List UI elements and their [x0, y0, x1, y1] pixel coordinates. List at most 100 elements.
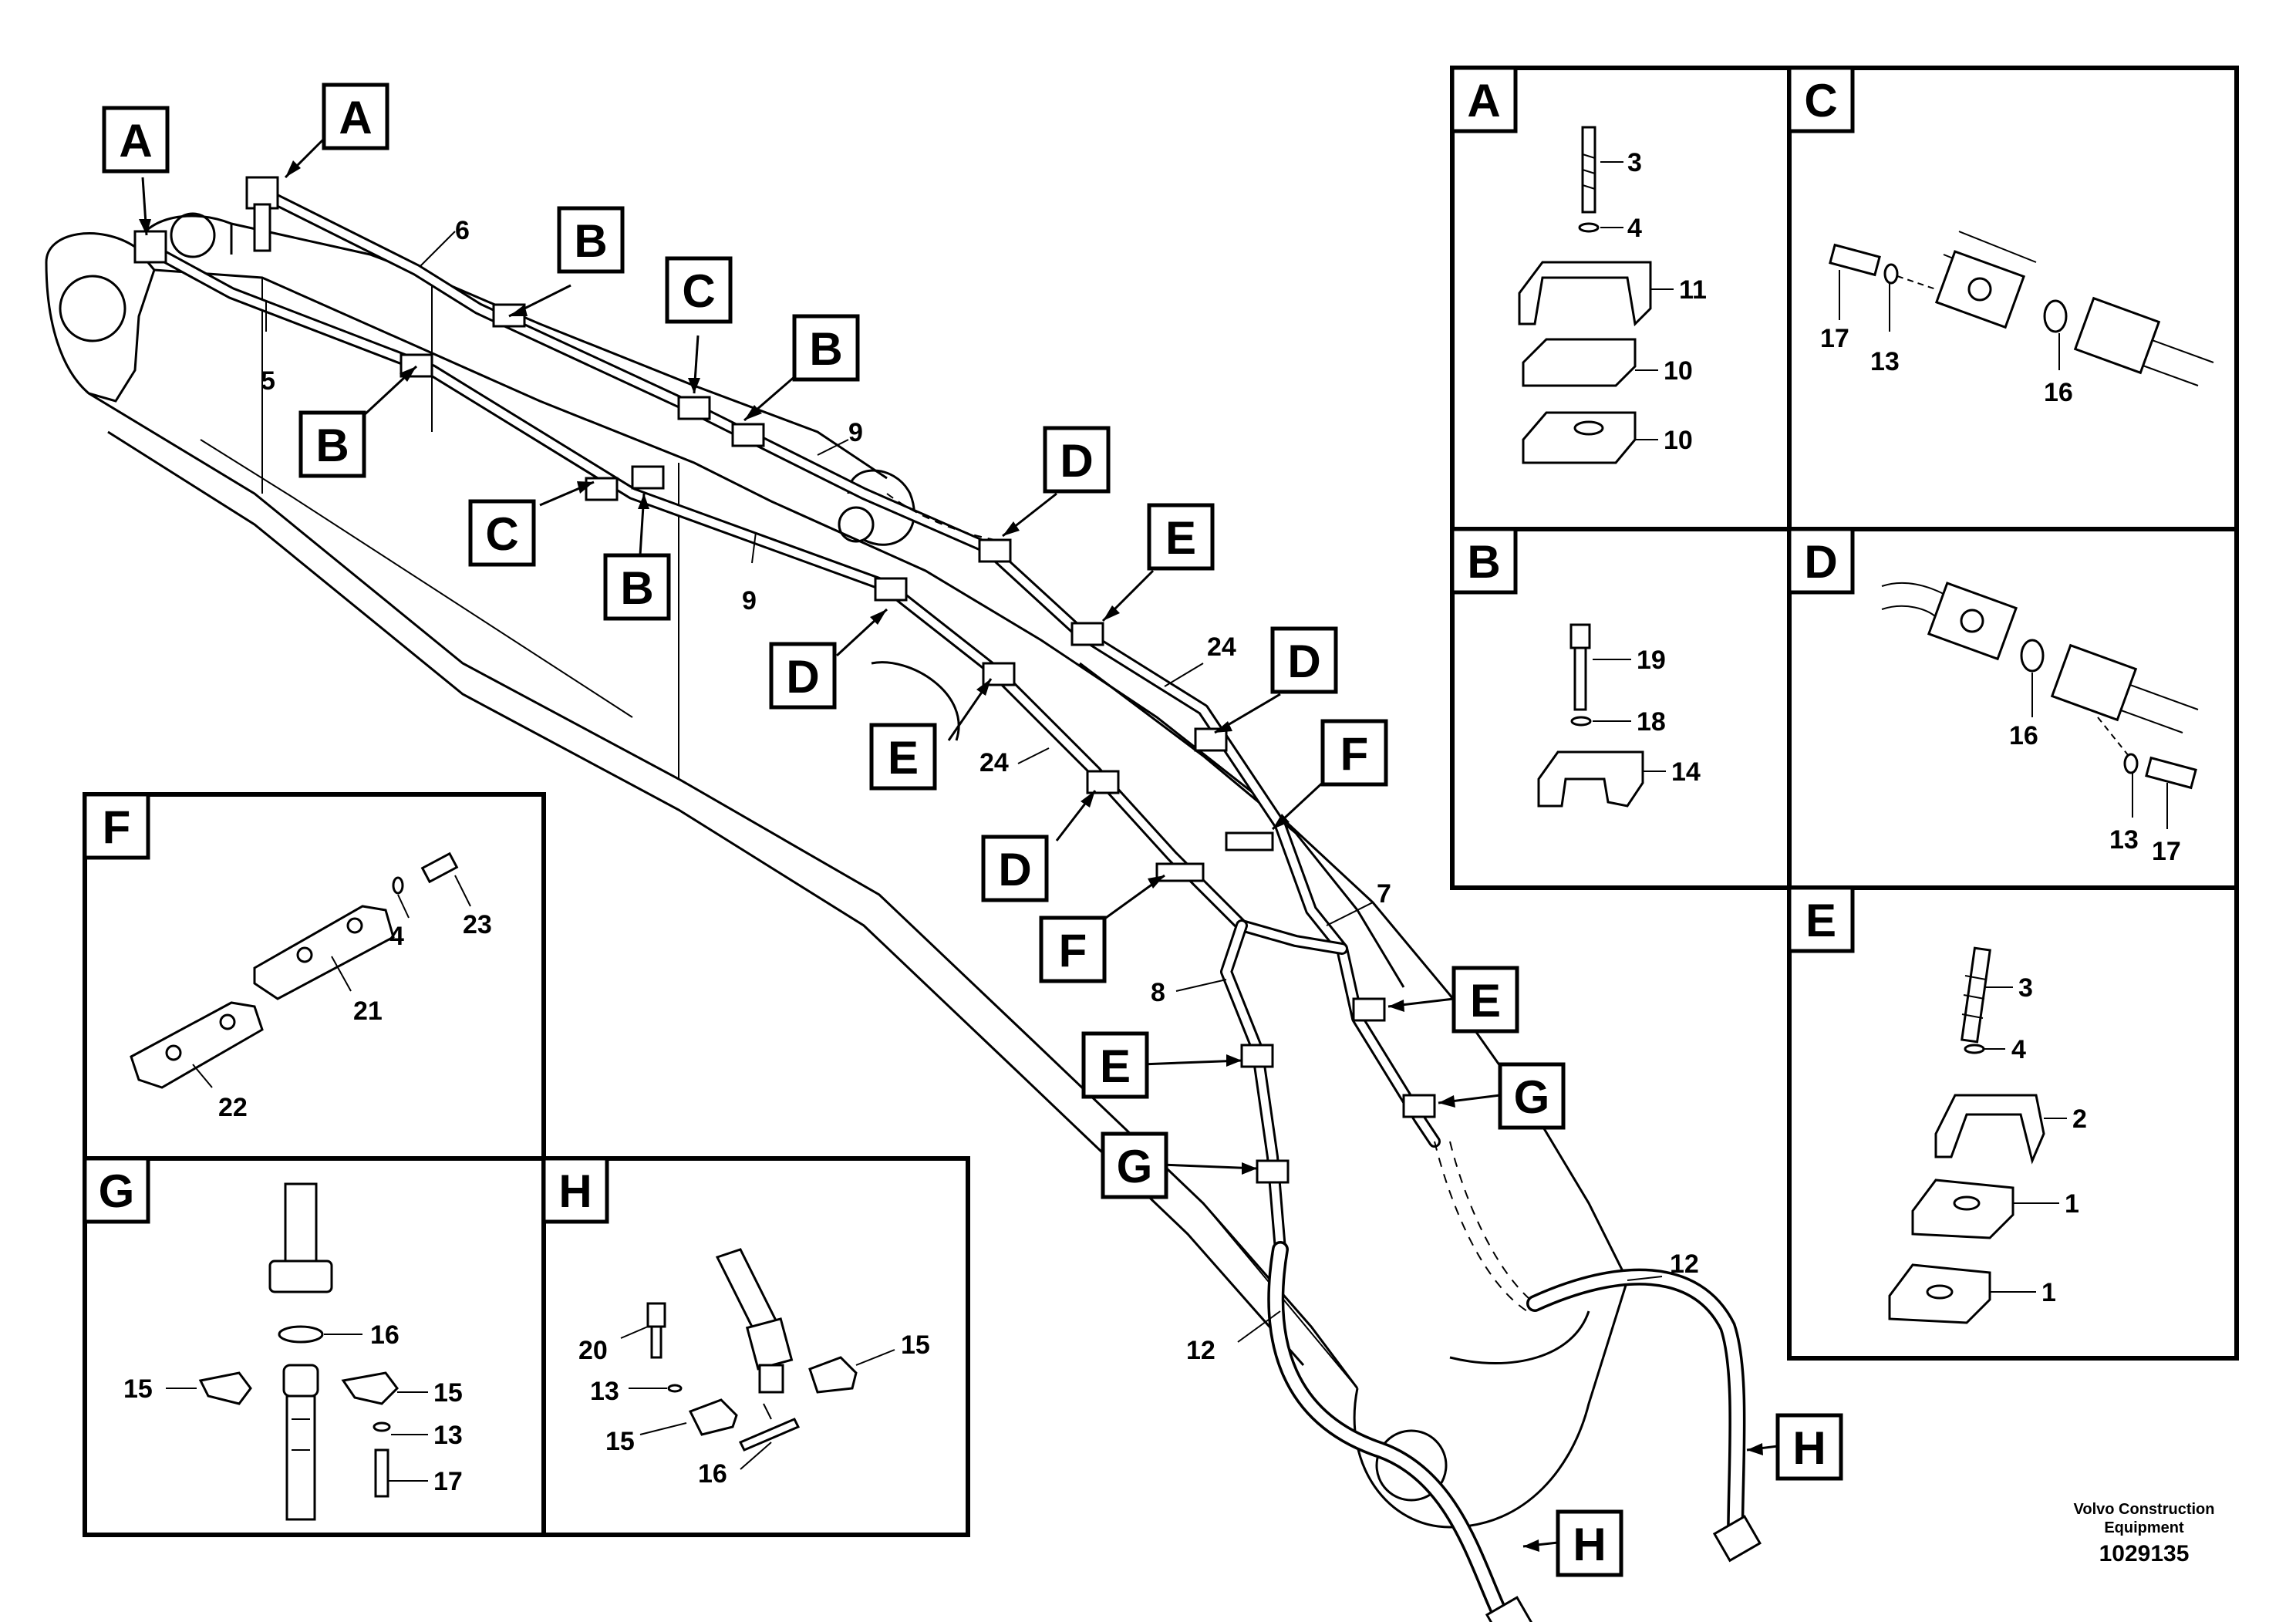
svg-text:11: 11: [1679, 275, 1707, 305]
svg-text:16: 16: [698, 1459, 727, 1489]
callout-f-1: F: [1320, 719, 1388, 787]
svg-text:B: B: [620, 562, 653, 614]
svg-text:23: 23: [463, 910, 492, 939]
svg-text:G: G: [99, 1165, 135, 1217]
svg-text:13: 13: [2109, 825, 2139, 855]
svg-text:E: E: [1100, 1040, 1131, 1092]
svg-text:16: 16: [370, 1320, 400, 1350]
callout-b-3: B: [298, 410, 366, 478]
svg-text:G: G: [1514, 1071, 1550, 1123]
svg-text:7: 7: [1377, 879, 1391, 909]
svg-text:19: 19: [1637, 646, 1666, 675]
svg-text:21: 21: [353, 996, 383, 1026]
svg-text:16: 16: [2009, 721, 2038, 750]
svg-text:D: D: [786, 651, 819, 703]
callout-g-2: G: [1101, 1131, 1168, 1199]
svg-text:H: H: [1573, 1519, 1606, 1570]
brand-block: Volvo Construction Equipment 1029135: [2044, 1500, 2244, 1571]
detail-panel-g: G 16 15 15 13 17: [83, 1156, 546, 1537]
svg-text:E: E: [1805, 895, 1836, 946]
leader-lines: [139, 137, 1778, 1552]
detail-panel-f: F 23 4 21 22: [83, 792, 546, 1161]
svg-text:C: C: [682, 265, 715, 317]
svg-text:18: 18: [1637, 707, 1666, 737]
svg-text:A: A: [339, 92, 372, 143]
svg-text:24: 24: [979, 748, 1009, 777]
svg-text:13: 13: [590, 1377, 619, 1406]
svg-text:F: F: [103, 801, 131, 853]
svg-text:1: 1: [2041, 1278, 2056, 1307]
detail-panel-c: C 17 13 16: [1787, 66, 2239, 531]
svg-text:G: G: [1117, 1141, 1153, 1192]
svg-text:3: 3: [2018, 973, 2033, 1003]
detail-panel-b: B 19 18 14: [1450, 527, 1792, 890]
callout-a-1: A: [102, 106, 170, 174]
svg-text:B: B: [809, 323, 842, 375]
callout-b-4: B: [603, 553, 671, 621]
callout-d-3: D: [1270, 626, 1338, 694]
svg-text:17: 17: [2152, 837, 2181, 866]
svg-text:H: H: [558, 1165, 592, 1217]
svg-text:13: 13: [1870, 347, 1900, 376]
svg-text:15: 15: [433, 1378, 463, 1408]
brand-line-1: Volvo Construction: [2073, 1501, 2215, 1518]
callout-e-2: E: [869, 723, 937, 791]
callout-e-3: E: [1451, 966, 1519, 1034]
svg-text:15: 15: [901, 1330, 930, 1360]
svg-text:4: 4: [1627, 214, 1642, 243]
callout-b-1: B: [557, 206, 625, 274]
svg-text:D: D: [1804, 536, 1837, 588]
callout-d-4: D: [981, 835, 1049, 902]
drawing-number: 1029135: [2099, 1541, 2190, 1566]
svg-text:20: 20: [578, 1336, 608, 1365]
svg-text:12: 12: [1670, 1249, 1699, 1279]
svg-text:17: 17: [433, 1467, 463, 1496]
svg-text:12: 12: [1186, 1336, 1215, 1365]
svg-text:24: 24: [1207, 632, 1236, 662]
svg-text:E: E: [1470, 975, 1501, 1027]
callout-a-2: A: [322, 83, 389, 150]
callout-b-2: B: [792, 314, 860, 382]
callout-f-2: F: [1039, 916, 1107, 983]
svg-text:D: D: [998, 844, 1031, 895]
callout-d-2: D: [769, 642, 837, 710]
callout-boxes: A A B C B B C B D D E E D D F F E E G G …: [102, 83, 1843, 1577]
svg-text:F: F: [1059, 925, 1087, 976]
svg-text:15: 15: [605, 1427, 635, 1456]
callout-c-1: C: [665, 256, 733, 324]
svg-text:F: F: [1340, 728, 1369, 780]
callout-c-2: C: [468, 499, 536, 567]
svg-text:13: 13: [433, 1421, 463, 1450]
svg-text:E: E: [1165, 512, 1196, 564]
svg-text:A: A: [119, 115, 152, 167]
detail-panel-a: A 3 4 11 10 10: [1450, 66, 1792, 531]
tube-clamps: [400, 303, 1436, 1184]
svg-text:17: 17: [1820, 324, 1849, 353]
svg-text:H: H: [1792, 1422, 1826, 1474]
svg-text:D: D: [1060, 435, 1093, 487]
svg-text:C: C: [1804, 75, 1837, 126]
svg-text:2: 2: [2072, 1104, 2087, 1134]
svg-text:1: 1: [2065, 1189, 2079, 1219]
svg-text:15: 15: [123, 1374, 153, 1404]
svg-text:B: B: [315, 420, 349, 471]
callout-h-2: H: [1556, 1509, 1623, 1577]
svg-text:10: 10: [1664, 356, 1693, 386]
svg-text:10: 10: [1664, 426, 1693, 455]
svg-text:B: B: [574, 215, 607, 267]
svg-text:9: 9: [848, 418, 863, 447]
main-part-numbers: 6 5 9 9 24 24 7 8 12 12: [261, 216, 1699, 1365]
svg-text:9: 9: [742, 586, 757, 615]
svg-text:C: C: [485, 508, 518, 560]
callout-g-1: G: [1498, 1062, 1566, 1130]
brand-line-2: Equipment: [2104, 1519, 2184, 1536]
detail-panel-e: E 3 4 2 1 1: [1787, 885, 2239, 1361]
svg-text:B: B: [1467, 536, 1500, 588]
detail-panel-h: H 15 20 13 15 16: [541, 1156, 970, 1537]
callout-e-4: E: [1081, 1031, 1149, 1099]
svg-text:4: 4: [2011, 1035, 2026, 1064]
svg-text:E: E: [888, 732, 919, 784]
svg-text:3: 3: [1627, 148, 1642, 177]
svg-text:A: A: [1467, 75, 1500, 126]
